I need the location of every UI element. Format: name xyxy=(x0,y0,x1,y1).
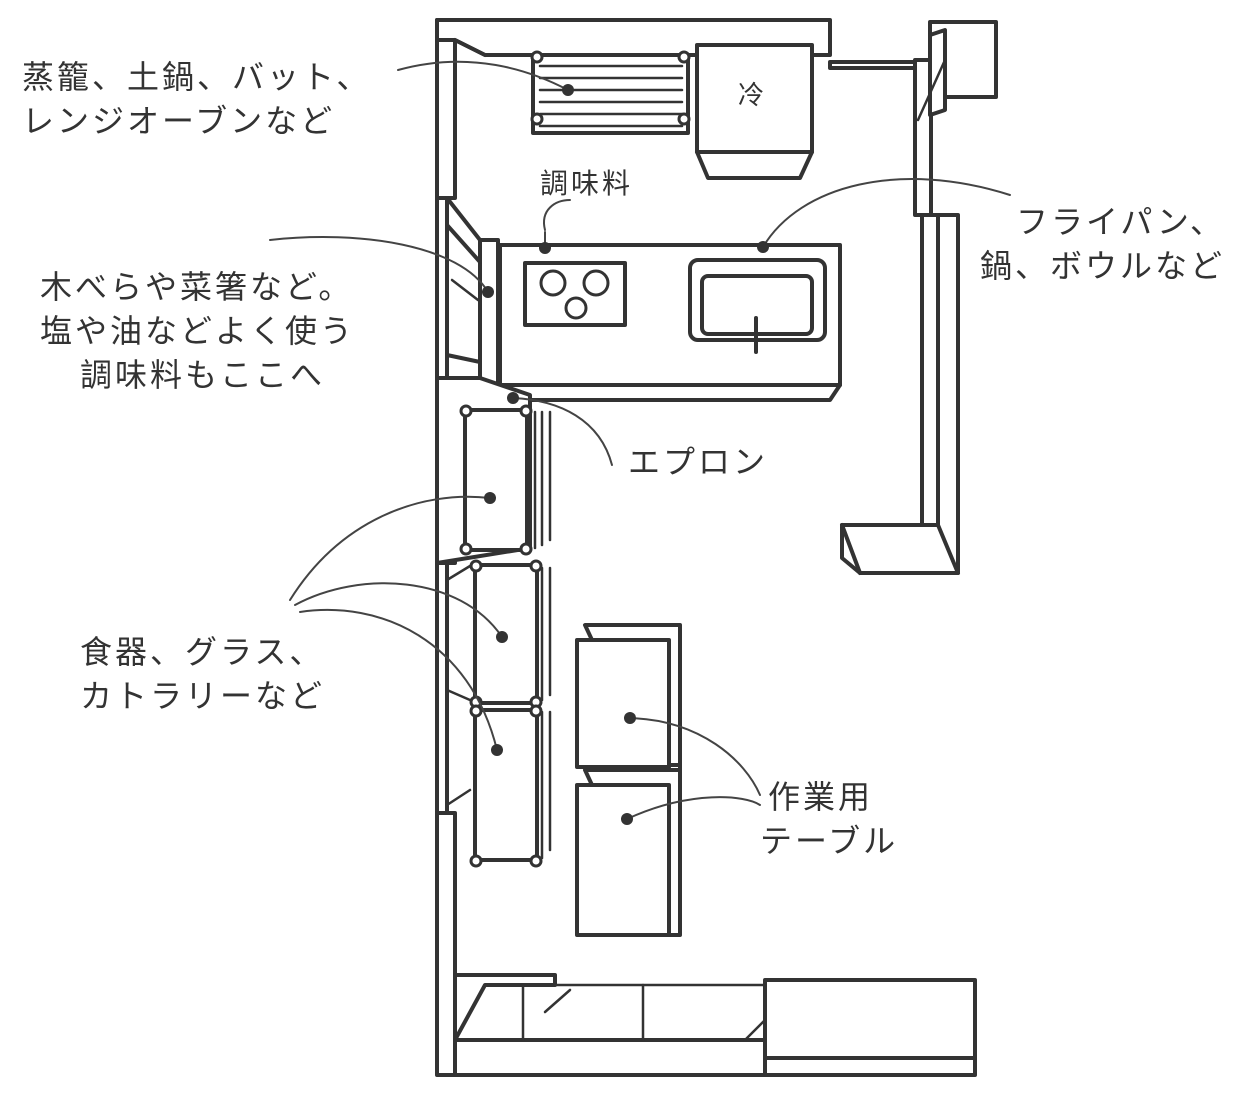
work-table-2 xyxy=(575,738,682,937)
label-worktable-line2: テーブル xyxy=(760,822,899,860)
entrance-floor xyxy=(521,978,977,1060)
label-dishes-line1: 食器、グラス、 xyxy=(80,633,325,671)
door-right xyxy=(916,20,998,122)
leader-dots xyxy=(482,84,769,825)
label-spatula-line2: 塩や油などよく使う xyxy=(40,312,356,350)
leader-lines xyxy=(269,60,1011,820)
label-fryingpan: フライパン、 鍋、ボウルなど xyxy=(960,200,1225,288)
label-fridge: 冷 xyxy=(738,81,767,111)
sink xyxy=(688,258,827,354)
dish-shelf-1 xyxy=(435,376,552,565)
stove xyxy=(523,261,627,327)
label-seasoning: 調味料 xyxy=(540,167,634,200)
label-fryingpan-line2: 鍋、ボウルなど xyxy=(979,247,1225,285)
label-steamer-line1: 蒸籠、土鍋、バット、 xyxy=(22,58,372,96)
label-spatula-line3: 調味料もここへ xyxy=(80,356,326,394)
label-apron: エプロン xyxy=(628,443,769,481)
label-worktable: 作業用 テーブル xyxy=(760,775,898,863)
label-spatula: 木べらや菜箸など。 塩や油などよく使う 調味料もここへ xyxy=(40,265,355,397)
label-dishes: 食器、グラス、 カトラリーなど xyxy=(80,630,325,718)
label-fryingpan-line1: フライパン、 xyxy=(1015,203,1225,241)
label-steamer-line2: レンジオーブンなど xyxy=(22,102,336,140)
top-shelf xyxy=(530,50,691,135)
label-steamer: 蒸籠、土鍋、バット、 レンジオーブンなど xyxy=(22,55,371,143)
wall-bottom xyxy=(453,973,977,1077)
label-dishes-line2: カトラリーなど xyxy=(80,677,326,715)
work-table-1 xyxy=(575,623,682,769)
dish-shelf-3 xyxy=(445,704,552,868)
label-spatula-line1: 木べらや菜箸など。 xyxy=(40,268,354,306)
wall-right xyxy=(840,58,960,575)
label-worktable-line1: 作業用 xyxy=(768,778,874,816)
refrigerator xyxy=(695,43,814,180)
